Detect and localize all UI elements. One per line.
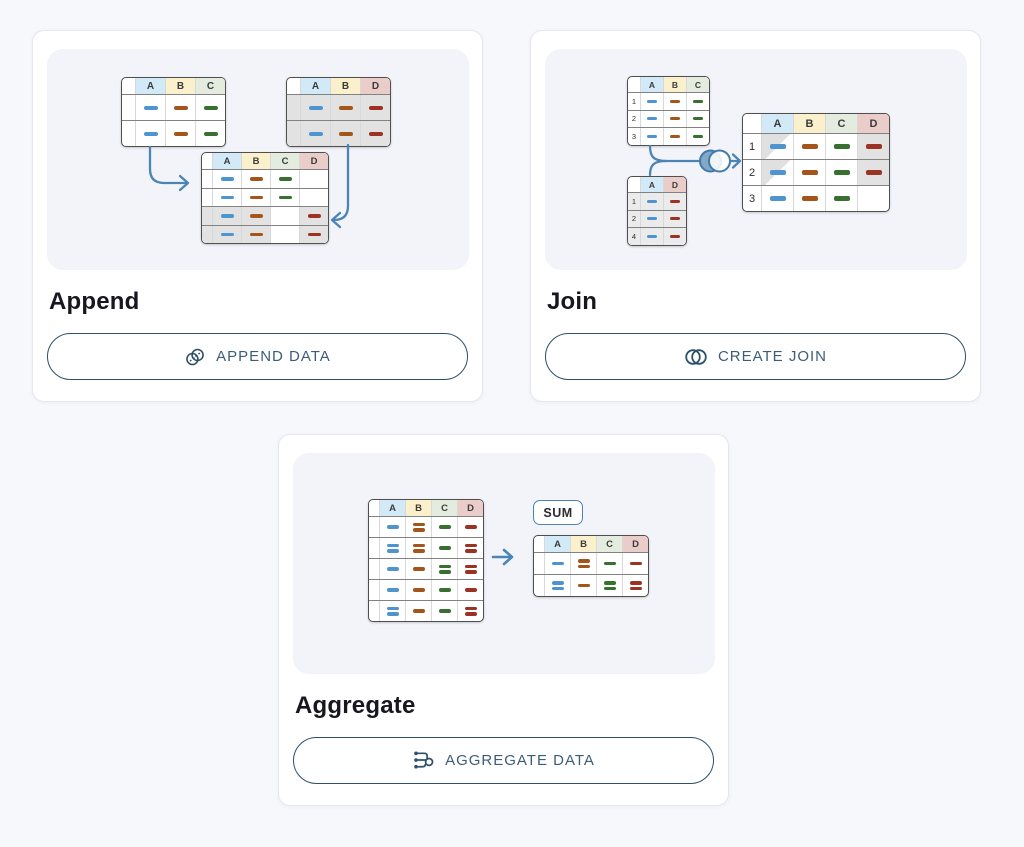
append-title: Append	[49, 288, 140, 315]
join-arrow-head	[731, 153, 742, 169]
join-title: Join	[547, 288, 598, 315]
aggregate-arrow-head	[502, 548, 514, 566]
aggregate-button-label: AGGREGATE DATA	[445, 752, 595, 769]
aggregate-title: Aggregate	[295, 692, 416, 719]
create-join-button[interactable]: CREATE JOIN	[545, 333, 966, 380]
link-icon	[186, 348, 205, 365]
aggregate-arrow-graphic	[491, 548, 514, 566]
append-arrow-right	[331, 143, 350, 222]
append-arrow-right-head	[330, 211, 342, 229]
join-button-label: CREATE JOIN	[717, 348, 828, 365]
append-arrow-left	[148, 145, 189, 185]
join-brace-top-arm	[648, 144, 668, 163]
join-venn-graphic	[699, 149, 731, 173]
aggregate-icon	[414, 751, 434, 769]
append-arrow-left-head	[178, 174, 190, 192]
join-brace-bottom-arm	[648, 159, 668, 177]
append-button-label: APPEND DATA	[216, 348, 331, 365]
venn-icon	[685, 348, 707, 365]
append-data-button[interactable]: APPEND DATA	[47, 333, 468, 380]
sum-badge: SUM	[533, 500, 583, 525]
aggregate-data-button[interactable]: AGGREGATE DATA	[293, 737, 714, 784]
